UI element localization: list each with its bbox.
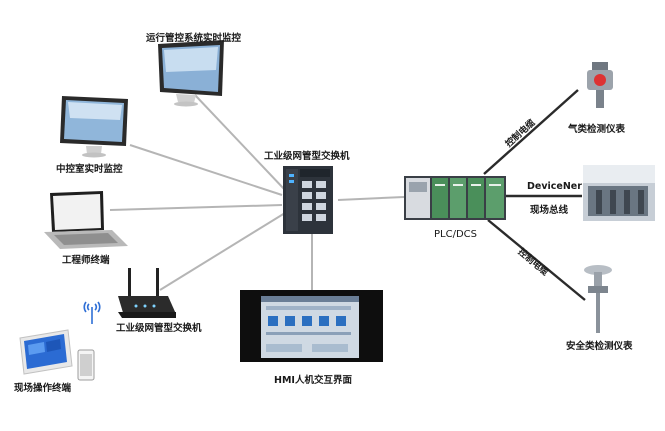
label-hmi: HMI人机交互界面 bbox=[274, 375, 352, 386]
link-plc bbox=[337, 196, 405, 201]
phone-icon bbox=[77, 349, 95, 381]
label-engineer-terminal: 工程师终端 bbox=[62, 255, 110, 266]
router-icon bbox=[118, 268, 176, 318]
label-safety-meter: 安全类检测仪表 bbox=[566, 341, 633, 352]
label-plc: PLC/DCS bbox=[434, 229, 477, 240]
label-main-switch: 工业级网管型交换机 bbox=[264, 151, 350, 162]
control-room-monitor-icon bbox=[60, 96, 128, 158]
field-equipment-image bbox=[583, 165, 655, 221]
link-ops-monitor bbox=[194, 94, 286, 191]
plc-rack-icon bbox=[404, 176, 506, 220]
label-field-terminal: 现场操作终端 bbox=[14, 383, 72, 394]
cable-gas bbox=[483, 89, 579, 175]
link-control-room bbox=[129, 144, 283, 196]
gas-detector-icon bbox=[587, 62, 613, 108]
cable-safety bbox=[487, 219, 586, 301]
laptop-icon bbox=[44, 191, 128, 249]
label-gas-meter: 气类检测仪表 bbox=[568, 124, 626, 135]
link-engineer bbox=[109, 204, 283, 211]
wifi-icon bbox=[83, 301, 101, 324]
label-devicenet: DeviceNer bbox=[527, 181, 582, 192]
label-ops-monitor: 运行管控系统实时监控 bbox=[146, 33, 242, 44]
link-router bbox=[159, 212, 286, 291]
ops-monitor-icon bbox=[158, 40, 224, 107]
hmi-screen-icon bbox=[240, 290, 383, 362]
tablet-icon bbox=[19, 329, 73, 375]
label-router-switch: 工业级网管型交换机 bbox=[116, 323, 202, 334]
label-control-room-monitor: 中控室实时监控 bbox=[56, 164, 123, 175]
safety-instrument-icon bbox=[584, 265, 612, 333]
main-switch-icon bbox=[283, 166, 333, 234]
label-fieldbus: 现场总线 bbox=[530, 205, 569, 216]
